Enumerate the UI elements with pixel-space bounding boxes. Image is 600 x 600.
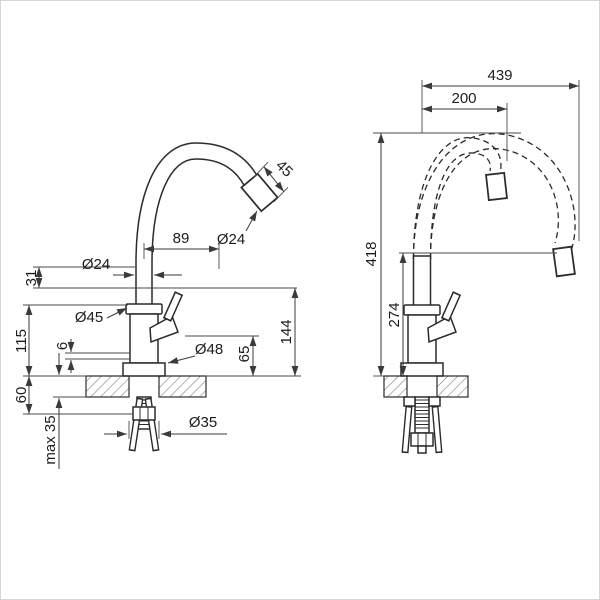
countertop-front-right <box>436 375 469 398</box>
left-view-dimensions <box>23 161 301 469</box>
right-view-labels: 439 200 418 274 <box>363 67 513 328</box>
mounting-nut-front <box>410 432 434 454</box>
dim-neck-label: 31 <box>23 270 40 287</box>
dim-outlet-height-label: 144 <box>278 319 295 344</box>
dim-flange-diameter-label: Ø45 <box>75 309 103 326</box>
swivel-position-out <box>412 133 576 278</box>
dim-base-diameter-label: Ø48 <box>195 341 223 358</box>
base-ring <box>122 362 166 377</box>
dim-pipe-diameter-label: Ø24 <box>82 256 110 273</box>
dim-total-reach-label: 439 <box>487 67 512 84</box>
dim-gap-label: 6 <box>54 342 71 350</box>
countertop-left <box>85 375 130 398</box>
countertop-front-left <box>383 375 408 398</box>
mounting-nut <box>132 406 156 421</box>
base-ring-front <box>400 362 444 377</box>
countertop-right <box>158 375 207 398</box>
swivel-position-up <box>412 137 508 260</box>
mounting-stud-front <box>414 396 430 434</box>
dim-reach-label: 89 <box>173 230 190 247</box>
dim-max-thickness-label: max 35 <box>42 415 59 464</box>
dim-tip-length-label: 45 <box>272 157 296 181</box>
riser-pipe <box>412 255 432 307</box>
dim-lever-height-label: 65 <box>236 346 253 363</box>
right-view-dimensions <box>373 80 580 377</box>
left-view-faucet <box>85 142 279 452</box>
dim-swivel-reach-label: 200 <box>451 90 476 107</box>
dim-total-height-label: 418 <box>363 241 380 266</box>
dim-under-height-label: 60 <box>13 387 30 404</box>
right-view-faucet <box>383 133 576 454</box>
hose-connector-right <box>428 396 441 407</box>
hose-connector-left <box>403 396 416 407</box>
dim-spout-diameter-label: Ø24 <box>217 231 245 248</box>
dim-body-height-label: 115 <box>13 329 30 353</box>
body-flange-front <box>403 304 441 316</box>
dim-hole-diameter-label: Ø35 <box>189 414 217 431</box>
dim-outlet-height-front-label: 274 <box>386 302 403 327</box>
body-flange <box>125 303 163 315</box>
